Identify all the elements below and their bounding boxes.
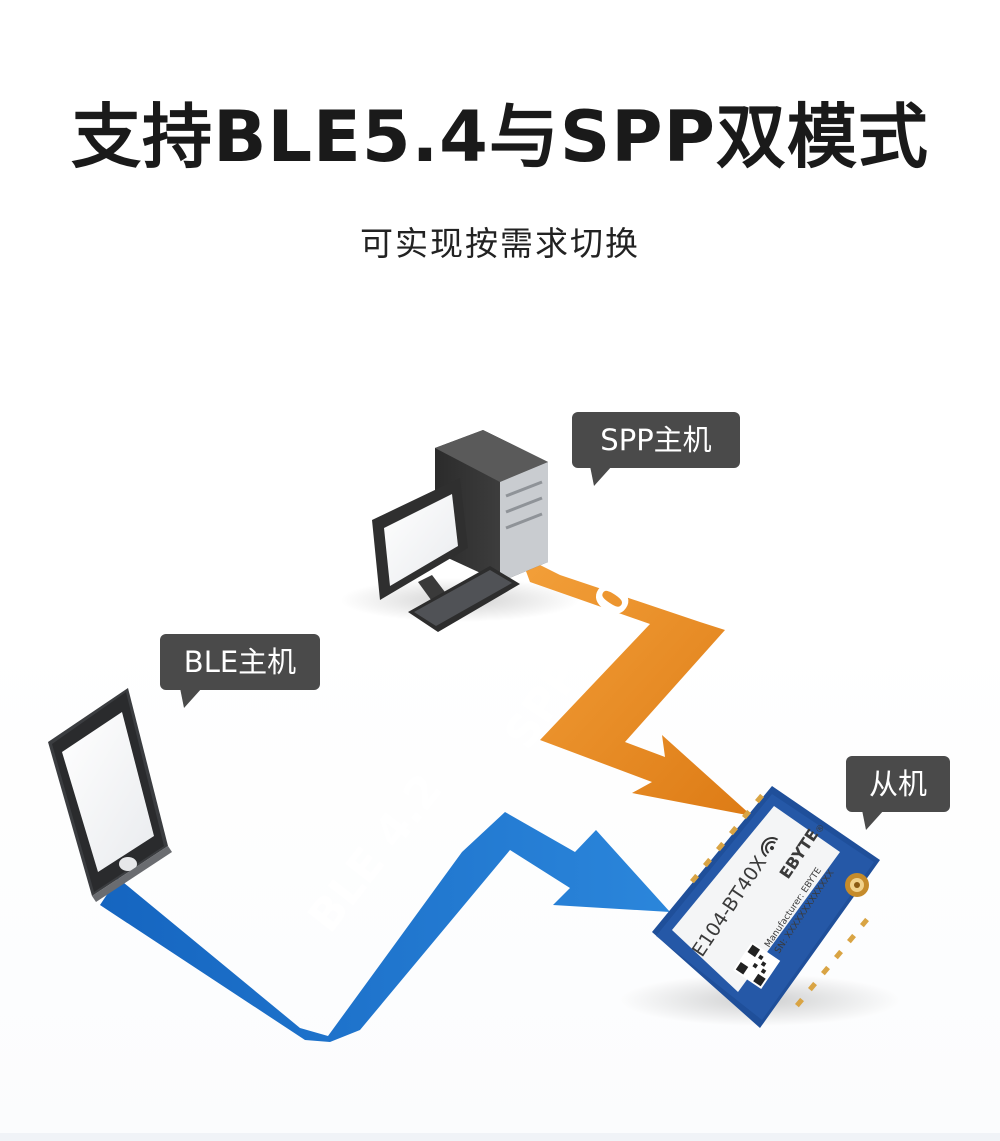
spp-host-label: SPP主机	[600, 423, 711, 457]
ble-host-bubble: BLE主机	[160, 634, 320, 708]
bottom-divider	[0, 1133, 1000, 1141]
module-pins	[690, 793, 869, 1008]
tablet-icon	[48, 688, 172, 902]
slave-bubble: 从机	[846, 756, 950, 830]
spp-host-bubble: SPP主机	[572, 412, 740, 486]
ble-host-label: BLE主机	[184, 645, 296, 679]
qr-code-icon	[733, 941, 781, 990]
desktop-computer-icon	[372, 430, 548, 632]
ble-module-icon: EBYTE ® E104-BT40X Manufacturer: EBYTE S…	[652, 786, 880, 1028]
page-title: 支持BLE5.4与SPP双模式	[71, 96, 929, 178]
slave-label: 从机	[869, 767, 927, 801]
ble-connection-path	[100, 812, 670, 1042]
wireless-logo-icon	[761, 837, 779, 858]
spp-connection-path	[520, 555, 752, 816]
page-subtitle: 可实现按需求切换	[360, 224, 640, 263]
